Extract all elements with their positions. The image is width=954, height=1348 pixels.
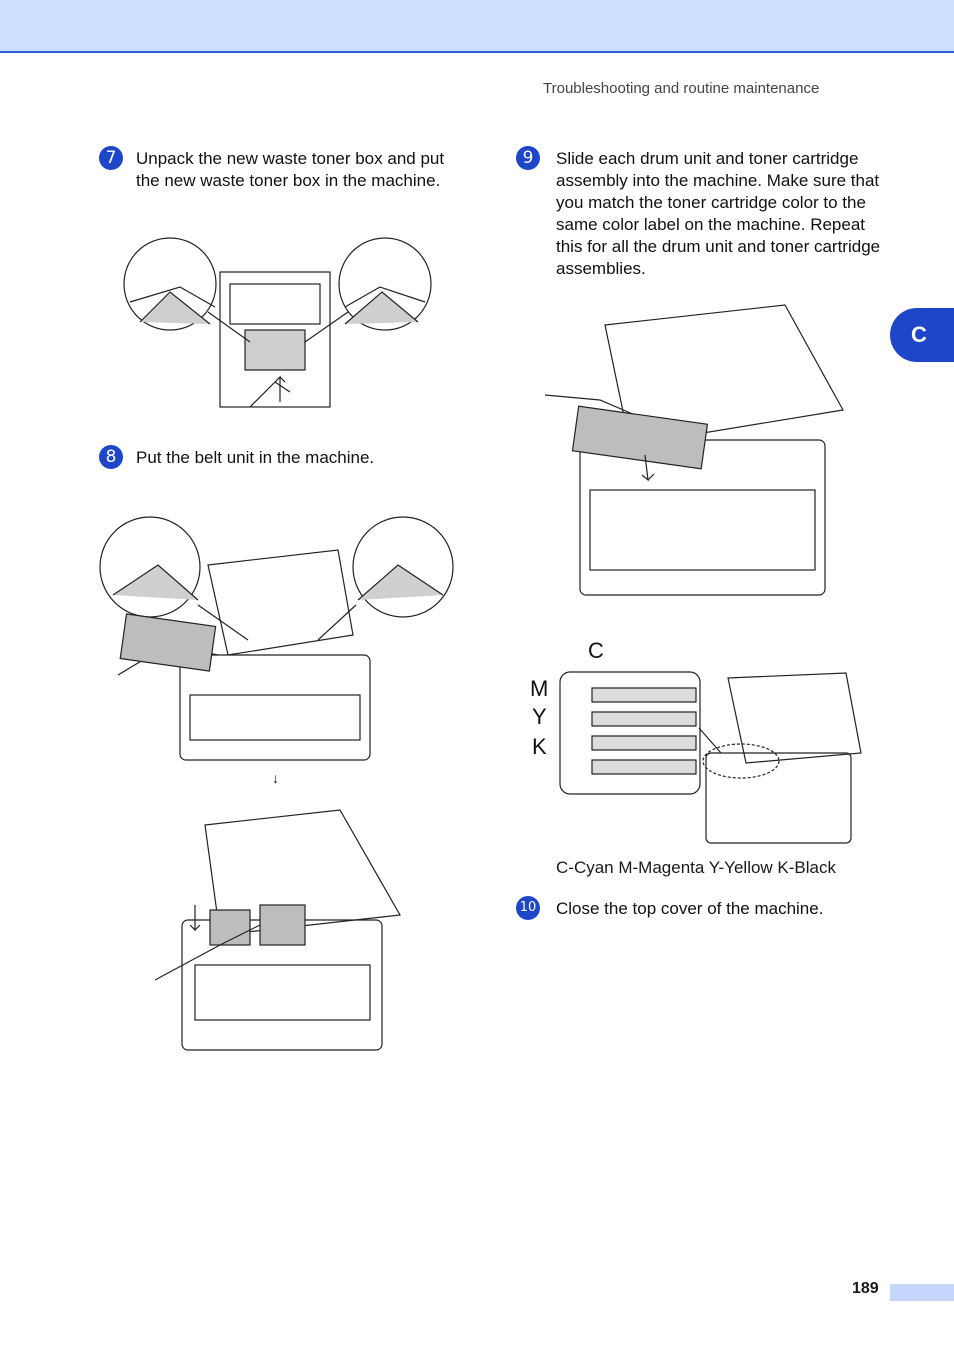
label-y: Y [532, 704, 547, 729]
step-9-number: 9 [516, 146, 540, 170]
chapter-tab: C [890, 308, 954, 362]
belt-unit-figure-1 [98, 515, 458, 765]
drum-insert-figure [540, 300, 850, 600]
label-c: C [588, 638, 604, 663]
waste-toner-figure [120, 232, 440, 412]
belt-unit-figure-2 [150, 805, 410, 1055]
step-8-number: 8 [99, 445, 123, 469]
section-title: Troubleshooting and routine maintenance [543, 80, 820, 97]
step-10-number: 10 [516, 896, 540, 920]
step-8-text: Put the belt unit in the machine. [136, 448, 375, 467]
page-number-bar [890, 1284, 954, 1301]
label-m: M [530, 676, 549, 701]
down-arrow-icon: ↓ [272, 770, 279, 786]
color-caption: C-Cyan M-Magenta Y-Yellow K-Black [556, 858, 836, 877]
step-9-text: Slide each drum unit and toner cartridge… [556, 149, 881, 278]
page-number: 189 [852, 1280, 879, 1297]
header-bar [0, 0, 954, 53]
step-7-number: 7 [99, 146, 123, 170]
label-k: K [532, 734, 547, 759]
color-slot-figure [556, 668, 866, 848]
step-10-text: Close the top cover of the machine. [556, 899, 824, 918]
step-7-text: Unpack the new waste toner box and put t… [136, 149, 445, 190]
